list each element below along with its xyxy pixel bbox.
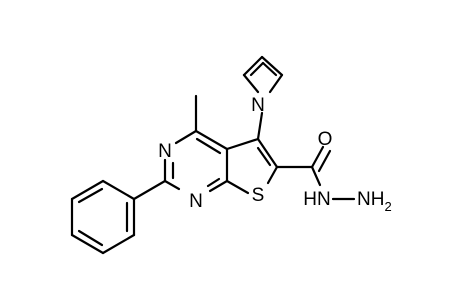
bond <box>70 233 105 255</box>
bond <box>132 179 167 201</box>
bond <box>261 61 278 77</box>
bond <box>101 179 136 201</box>
bond <box>77 187 104 204</box>
bond <box>163 179 181 191</box>
atom-label-sulfur: S <box>252 185 265 206</box>
atom-label-hn: HN <box>303 189 330 210</box>
atom-label-n-pyrrole: N <box>251 95 265 116</box>
bond <box>268 73 284 94</box>
bond <box>101 233 136 255</box>
bond-lines <box>70 55 356 255</box>
bond <box>195 137 222 155</box>
atom-label-n-pyrimidine-bottom: N <box>189 191 203 212</box>
bond <box>266 165 279 185</box>
bond <box>256 137 279 169</box>
bond <box>260 55 284 77</box>
bond <box>194 129 229 151</box>
bond <box>208 179 229 193</box>
bond <box>225 137 260 151</box>
atom-label-nh2-subscript: 2 <box>384 199 391 214</box>
bond <box>242 73 260 94</box>
bond <box>242 55 264 77</box>
bond <box>310 145 325 169</box>
atom-labels: N N N S O HN NH2 <box>158 95 392 214</box>
bond <box>70 179 105 201</box>
atom-label-nh2-main: NH <box>357 189 384 210</box>
bond <box>256 146 272 167</box>
atom-label-nh2: NH2 <box>357 189 392 214</box>
bond <box>317 149 332 173</box>
bond <box>206 177 221 188</box>
bond <box>225 179 250 195</box>
bond <box>310 165 322 187</box>
atom-label-n-pyrimidine-top: N <box>158 141 172 162</box>
atom-label-oxygen: O <box>318 129 333 150</box>
bond <box>174 129 198 145</box>
bond <box>77 229 104 247</box>
bond <box>256 111 264 141</box>
bond <box>249 61 265 77</box>
